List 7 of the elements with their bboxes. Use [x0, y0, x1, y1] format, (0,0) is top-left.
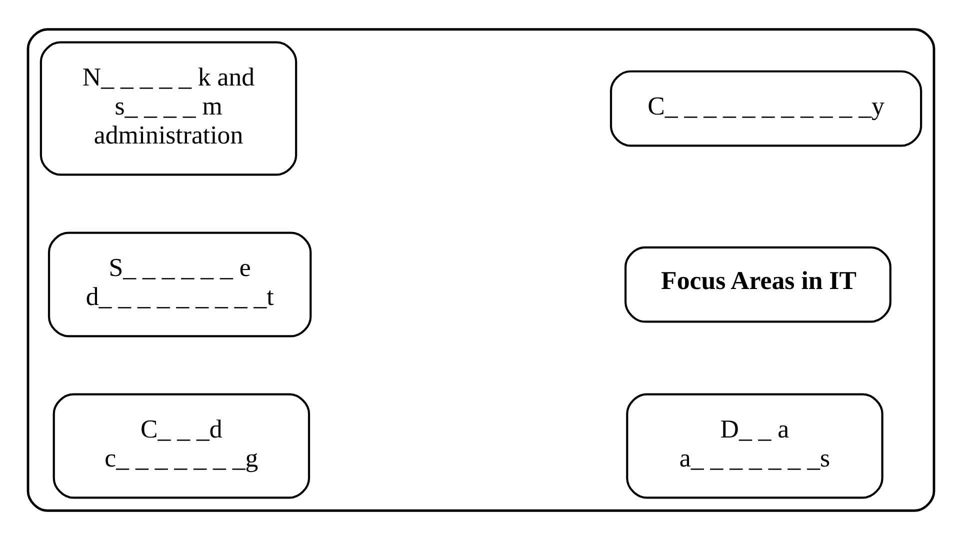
node-box: S_ _ _ _ _ _ e d_ _ _ _ _ _ _ _ _t	[48, 232, 312, 338]
node-box: D_ _ a a_ _ _ _ _ _ _s	[626, 393, 884, 499]
cluster	[26, 28, 936, 512]
node-box: N_ _ _ _ _ k and s_ _ _ _ m administration	[40, 41, 298, 176]
node-box: C_ _ _ _ _ _ _ _ _ _ _y	[610, 70, 922, 147]
node-box: Focus Areas in IT	[624, 246, 892, 323]
node-box: C_ _ _d c_ _ _ _ _ _ _g	[52, 393, 310, 499]
